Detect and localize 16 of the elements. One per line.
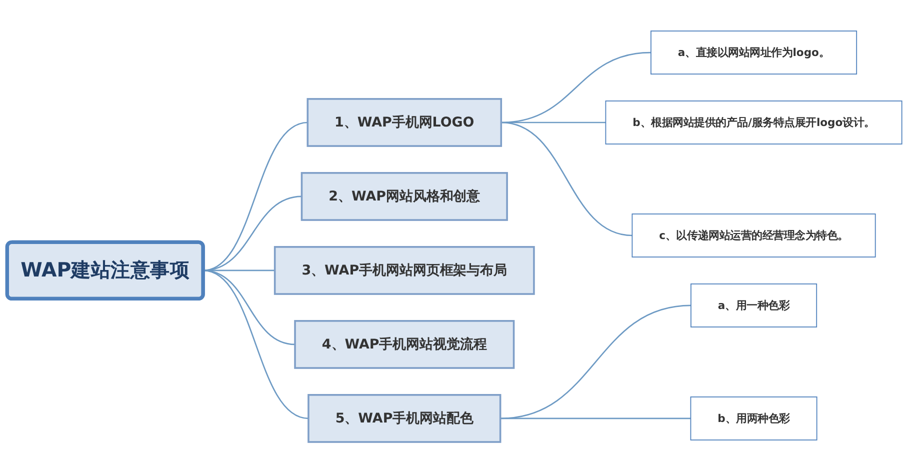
node-box: 1、WAP手机网LOGO: [306, 98, 502, 147]
node-box: a、用一种色彩: [690, 283, 818, 328]
node-box: 5、WAP手机网站配色: [308, 394, 502, 443]
connector: [501, 122, 632, 236]
node-box: 4、WAP手机网站视觉流程: [294, 320, 515, 369]
node-box: b、用两种色彩: [690, 396, 818, 440]
node-box: 3、WAP手机网站网页框架与布局: [274, 246, 535, 295]
node-box: b、根据网站提供的产品/服务特点展开logo设计。: [605, 100, 902, 144]
connector: [500, 304, 691, 420]
connector: [202, 122, 308, 272]
node-box: a、直接以网站网址作为logo。: [650, 30, 858, 74]
connector: [500, 418, 691, 420]
connector: [203, 196, 302, 272]
connector: [202, 270, 309, 420]
node-box: 2、WAP网站风格和创意: [300, 172, 508, 221]
node-box: c、以传递网站运营的经营理念为特色。: [632, 214, 876, 258]
